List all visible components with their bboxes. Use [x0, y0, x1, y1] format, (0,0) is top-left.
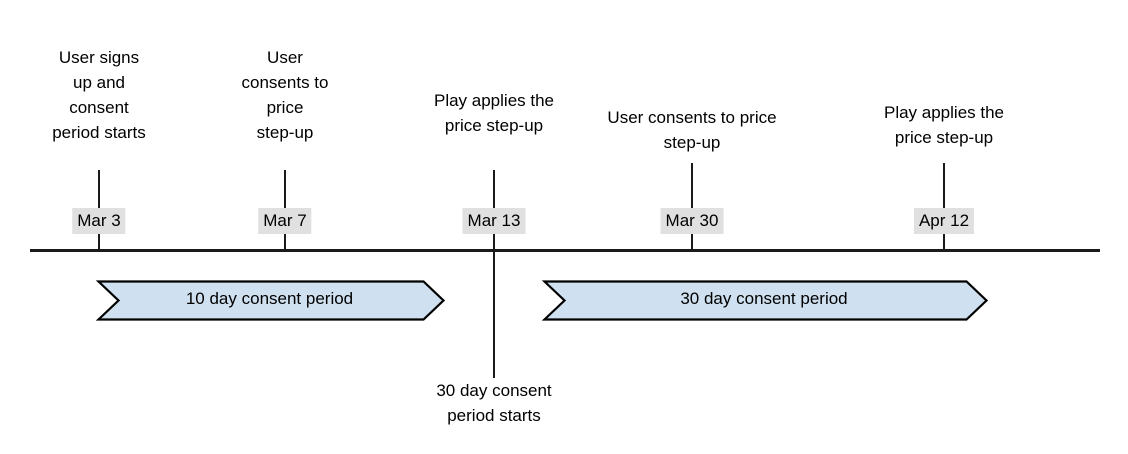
event-caption-mar-7: User consents to price step-up [241, 48, 329, 142]
banner-30-day: 30 day consent period [541, 280, 989, 321]
event-caption-below-mar-13: 30 day consent period starts [436, 381, 552, 425]
date-label-apr-12: Apr 12 [913, 208, 975, 234]
event-caption-mar-30: User consents to price step-up [607, 108, 777, 152]
tick-mark-mar-30 [691, 163, 693, 249]
banner-10-day-shape [95, 280, 446, 321]
date-label-mar-13: Mar 13 [462, 208, 526, 234]
date-label-mar-3: Mar 3 [72, 208, 126, 234]
banner-30-day-shape [541, 280, 989, 321]
tick-mark-mar-13 [493, 170, 495, 378]
event-caption-mar-13: Play applies the price step-up [433, 91, 555, 135]
event-caption-apr-12: Play applies the price step-up [883, 103, 1005, 147]
date-label-mar-30: Mar 30 [660, 208, 724, 234]
date-label-mar-7: Mar 7 [258, 208, 312, 234]
timeline-axis [30, 249, 1100, 252]
event-caption-mar-3: User signs up and consent period starts [52, 48, 146, 142]
banner-10-day: 10 day consent period [95, 280, 446, 321]
tick-mark-apr-12 [943, 163, 945, 249]
